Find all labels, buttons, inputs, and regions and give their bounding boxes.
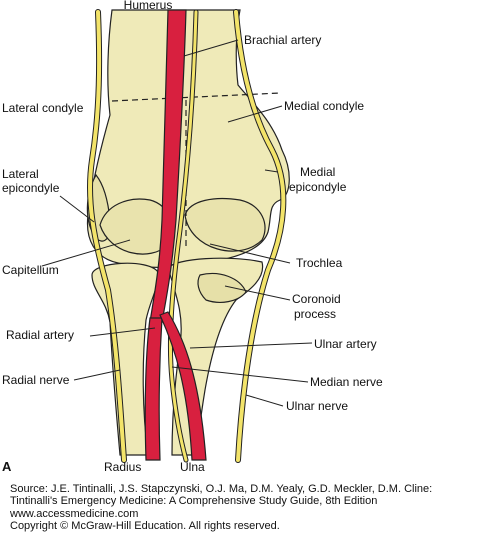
label-median-nerve: Median nerve <box>310 375 383 389</box>
label-ulna: Ulna <box>180 460 205 474</box>
leader-lines <box>41 39 313 407</box>
label-radial-artery: Radial artery <box>6 328 74 342</box>
trochlea-shape <box>184 197 266 252</box>
label-capitellum: Capitellum <box>2 263 59 277</box>
caption-line-1: Source: J.E. Tintinalli, J.S. Stapczynsk… <box>10 483 433 495</box>
labels: Humerus Brachial artery Lateral condyle … <box>2 0 383 474</box>
label-medial-epicondyle-line1: Medial <box>300 165 335 179</box>
radial-artery-path <box>144 317 163 461</box>
label-trochlea: Trochlea <box>296 256 343 270</box>
label-radius: Radius <box>104 460 141 474</box>
caption-line-4: Copyright © McGraw-Hill Education. All r… <box>10 520 280 533</box>
label-ulnar-nerve: Ulnar nerve <box>286 399 348 413</box>
coronoid-process-shape <box>197 272 247 303</box>
arteries <box>144 9 207 461</box>
label-medial-epicondyle-line2: epicondyle <box>289 180 347 194</box>
label-ulnar-artery: Ulnar artery <box>314 337 377 351</box>
label-lateral-condyle: Lateral condyle <box>2 101 84 115</box>
label-radial-nerve: Radial nerve <box>2 373 70 387</box>
label-lateral-epicondyle-line2: epicondyle <box>2 181 60 195</box>
panel-letter: A <box>2 459 12 474</box>
label-brachial-artery: Brachial artery <box>244 33 321 47</box>
ulnar-artery-path <box>159 311 207 461</box>
caption-line-3: www.accessmedicine.com <box>10 507 139 520</box>
label-humerus: Humerus <box>124 0 173 12</box>
source-caption: Source: J.E. Tintinalli, J.S. Stapczynsk… <box>10 483 480 533</box>
label-coronoid-line2: process <box>294 307 336 321</box>
nerves <box>87 9 287 463</box>
label-lateral-epicondyle-line1: Lateral <box>2 167 39 181</box>
label-medial-condyle: Medial condyle <box>284 99 364 113</box>
label-coronoid-line1: Coronoid <box>292 292 341 306</box>
caption-line-2: Tintinalli's Emergency Medicine: A Compr… <box>10 495 378 508</box>
